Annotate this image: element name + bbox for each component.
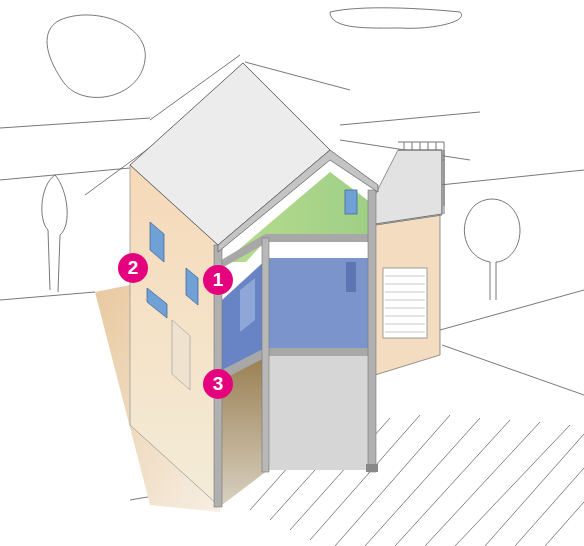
callout-number: 3	[203, 369, 233, 399]
callout-number: 2	[118, 253, 148, 283]
callout-number: 1	[203, 265, 233, 295]
